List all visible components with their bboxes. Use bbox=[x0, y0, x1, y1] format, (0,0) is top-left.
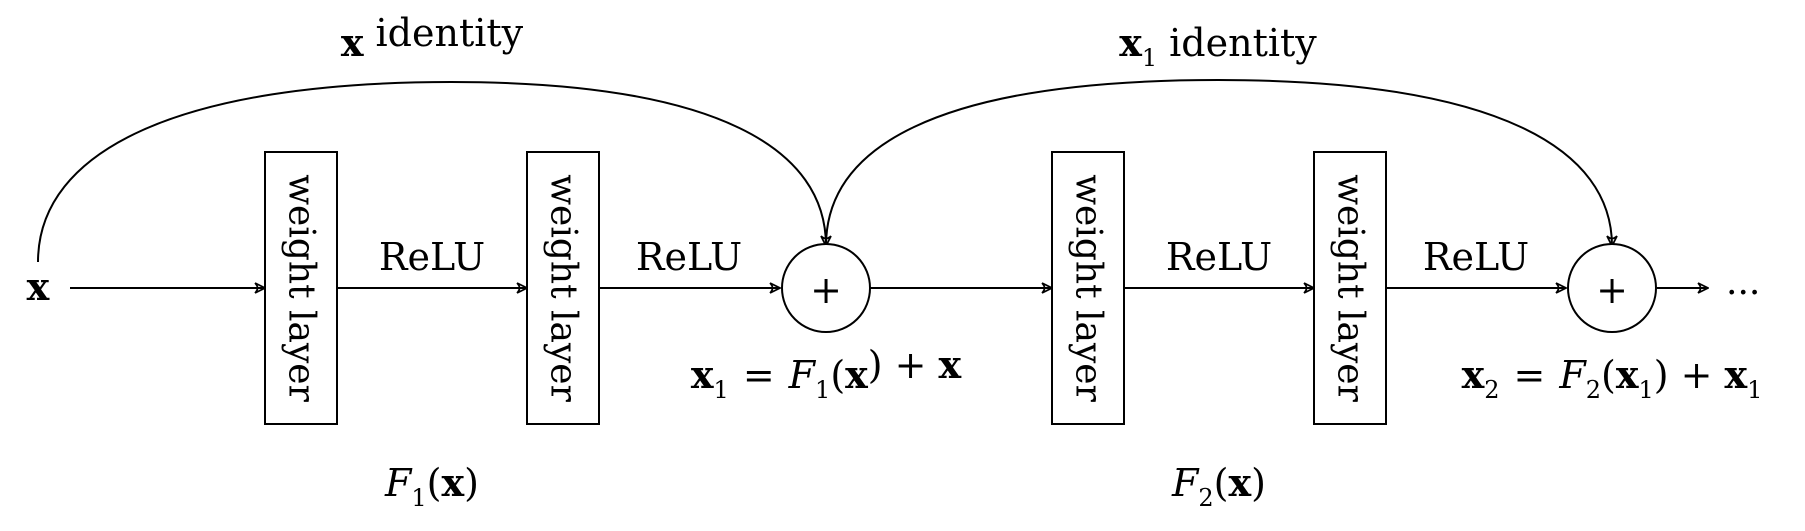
addition-node-1: + bbox=[781, 243, 871, 333]
output-equation-1: x1=F1(x)+x bbox=[691, 342, 962, 404]
svg-text:+: + bbox=[810, 268, 842, 312]
identity-skip-curve-2 bbox=[825, 78, 1612, 246]
relu-label-4: ReLU bbox=[1423, 235, 1529, 279]
svg-text:+: + bbox=[1596, 268, 1628, 312]
output-equation-2: x2=F2(x1)+x1 bbox=[1462, 352, 1763, 404]
identity-skip-curve-1 bbox=[37, 80, 826, 263]
svg-text:weight layer: weight layer bbox=[543, 174, 584, 402]
weight-layer-box-4: weight layer bbox=[1313, 151, 1387, 425]
weight-layer-box-2: weight layer bbox=[526, 151, 600, 425]
svg-text:weight layer: weight layer bbox=[1068, 174, 1109, 402]
input-label: x bbox=[27, 264, 50, 309]
weight-layer-box-3: weight layer bbox=[1051, 151, 1125, 425]
svg-text:weight layer: weight layer bbox=[281, 174, 322, 402]
continuation-ellipsis: ... bbox=[1726, 262, 1760, 303]
relu-label-2: ReLU bbox=[636, 235, 742, 279]
svg-text:weight layer: weight layer bbox=[1330, 174, 1371, 402]
residual-function-label-2: F2(x) bbox=[1171, 460, 1266, 512]
relu-label-1: ReLU bbox=[379, 235, 485, 279]
addition-node-2: + bbox=[1567, 243, 1657, 333]
residual-function-label-1: F1(x) bbox=[384, 460, 479, 512]
relu-label-3: ReLU bbox=[1166, 235, 1272, 279]
weight-layer-box-1: weight layer bbox=[264, 151, 338, 425]
